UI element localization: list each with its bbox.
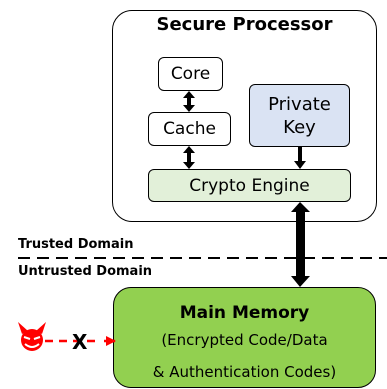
crypto-engine-box: Crypto Engine xyxy=(148,169,351,202)
untrusted-domain-label: Untrusted Domain xyxy=(18,264,153,279)
devil-icon xyxy=(18,322,46,351)
cache-label: Cache xyxy=(163,119,216,139)
crypto-engine-label: Crypto Engine xyxy=(189,175,310,196)
private-key-label-line1: Private xyxy=(268,93,331,115)
cache-crypto-arrow xyxy=(183,146,195,169)
core-label: Core xyxy=(170,64,211,84)
trusted-domain-label: Trusted Domain xyxy=(18,237,134,252)
private-key-label-line2: Key xyxy=(283,116,316,138)
blocked-attack-arrow xyxy=(45,336,116,346)
main-memory-box: Main Memory (Encrypted Code/Data & Authe… xyxy=(113,287,376,388)
main-memory-line1: (Encrypted Code/Data xyxy=(161,331,328,349)
cache-box: Cache xyxy=(148,112,231,146)
main-memory-line2: & Authentication Codes) xyxy=(152,363,337,381)
core-cache-arrow xyxy=(183,91,195,112)
crypto-memory-bus-arrow xyxy=(291,202,310,287)
secure-processor-title: Secure Processor xyxy=(156,14,333,35)
blocked-mark: X xyxy=(72,330,88,354)
main-memory-title: Main Memory xyxy=(179,303,310,323)
key-crypto-arrow xyxy=(294,147,306,169)
private-key-box: Private Key xyxy=(249,84,350,147)
core-box: Core xyxy=(158,57,223,91)
